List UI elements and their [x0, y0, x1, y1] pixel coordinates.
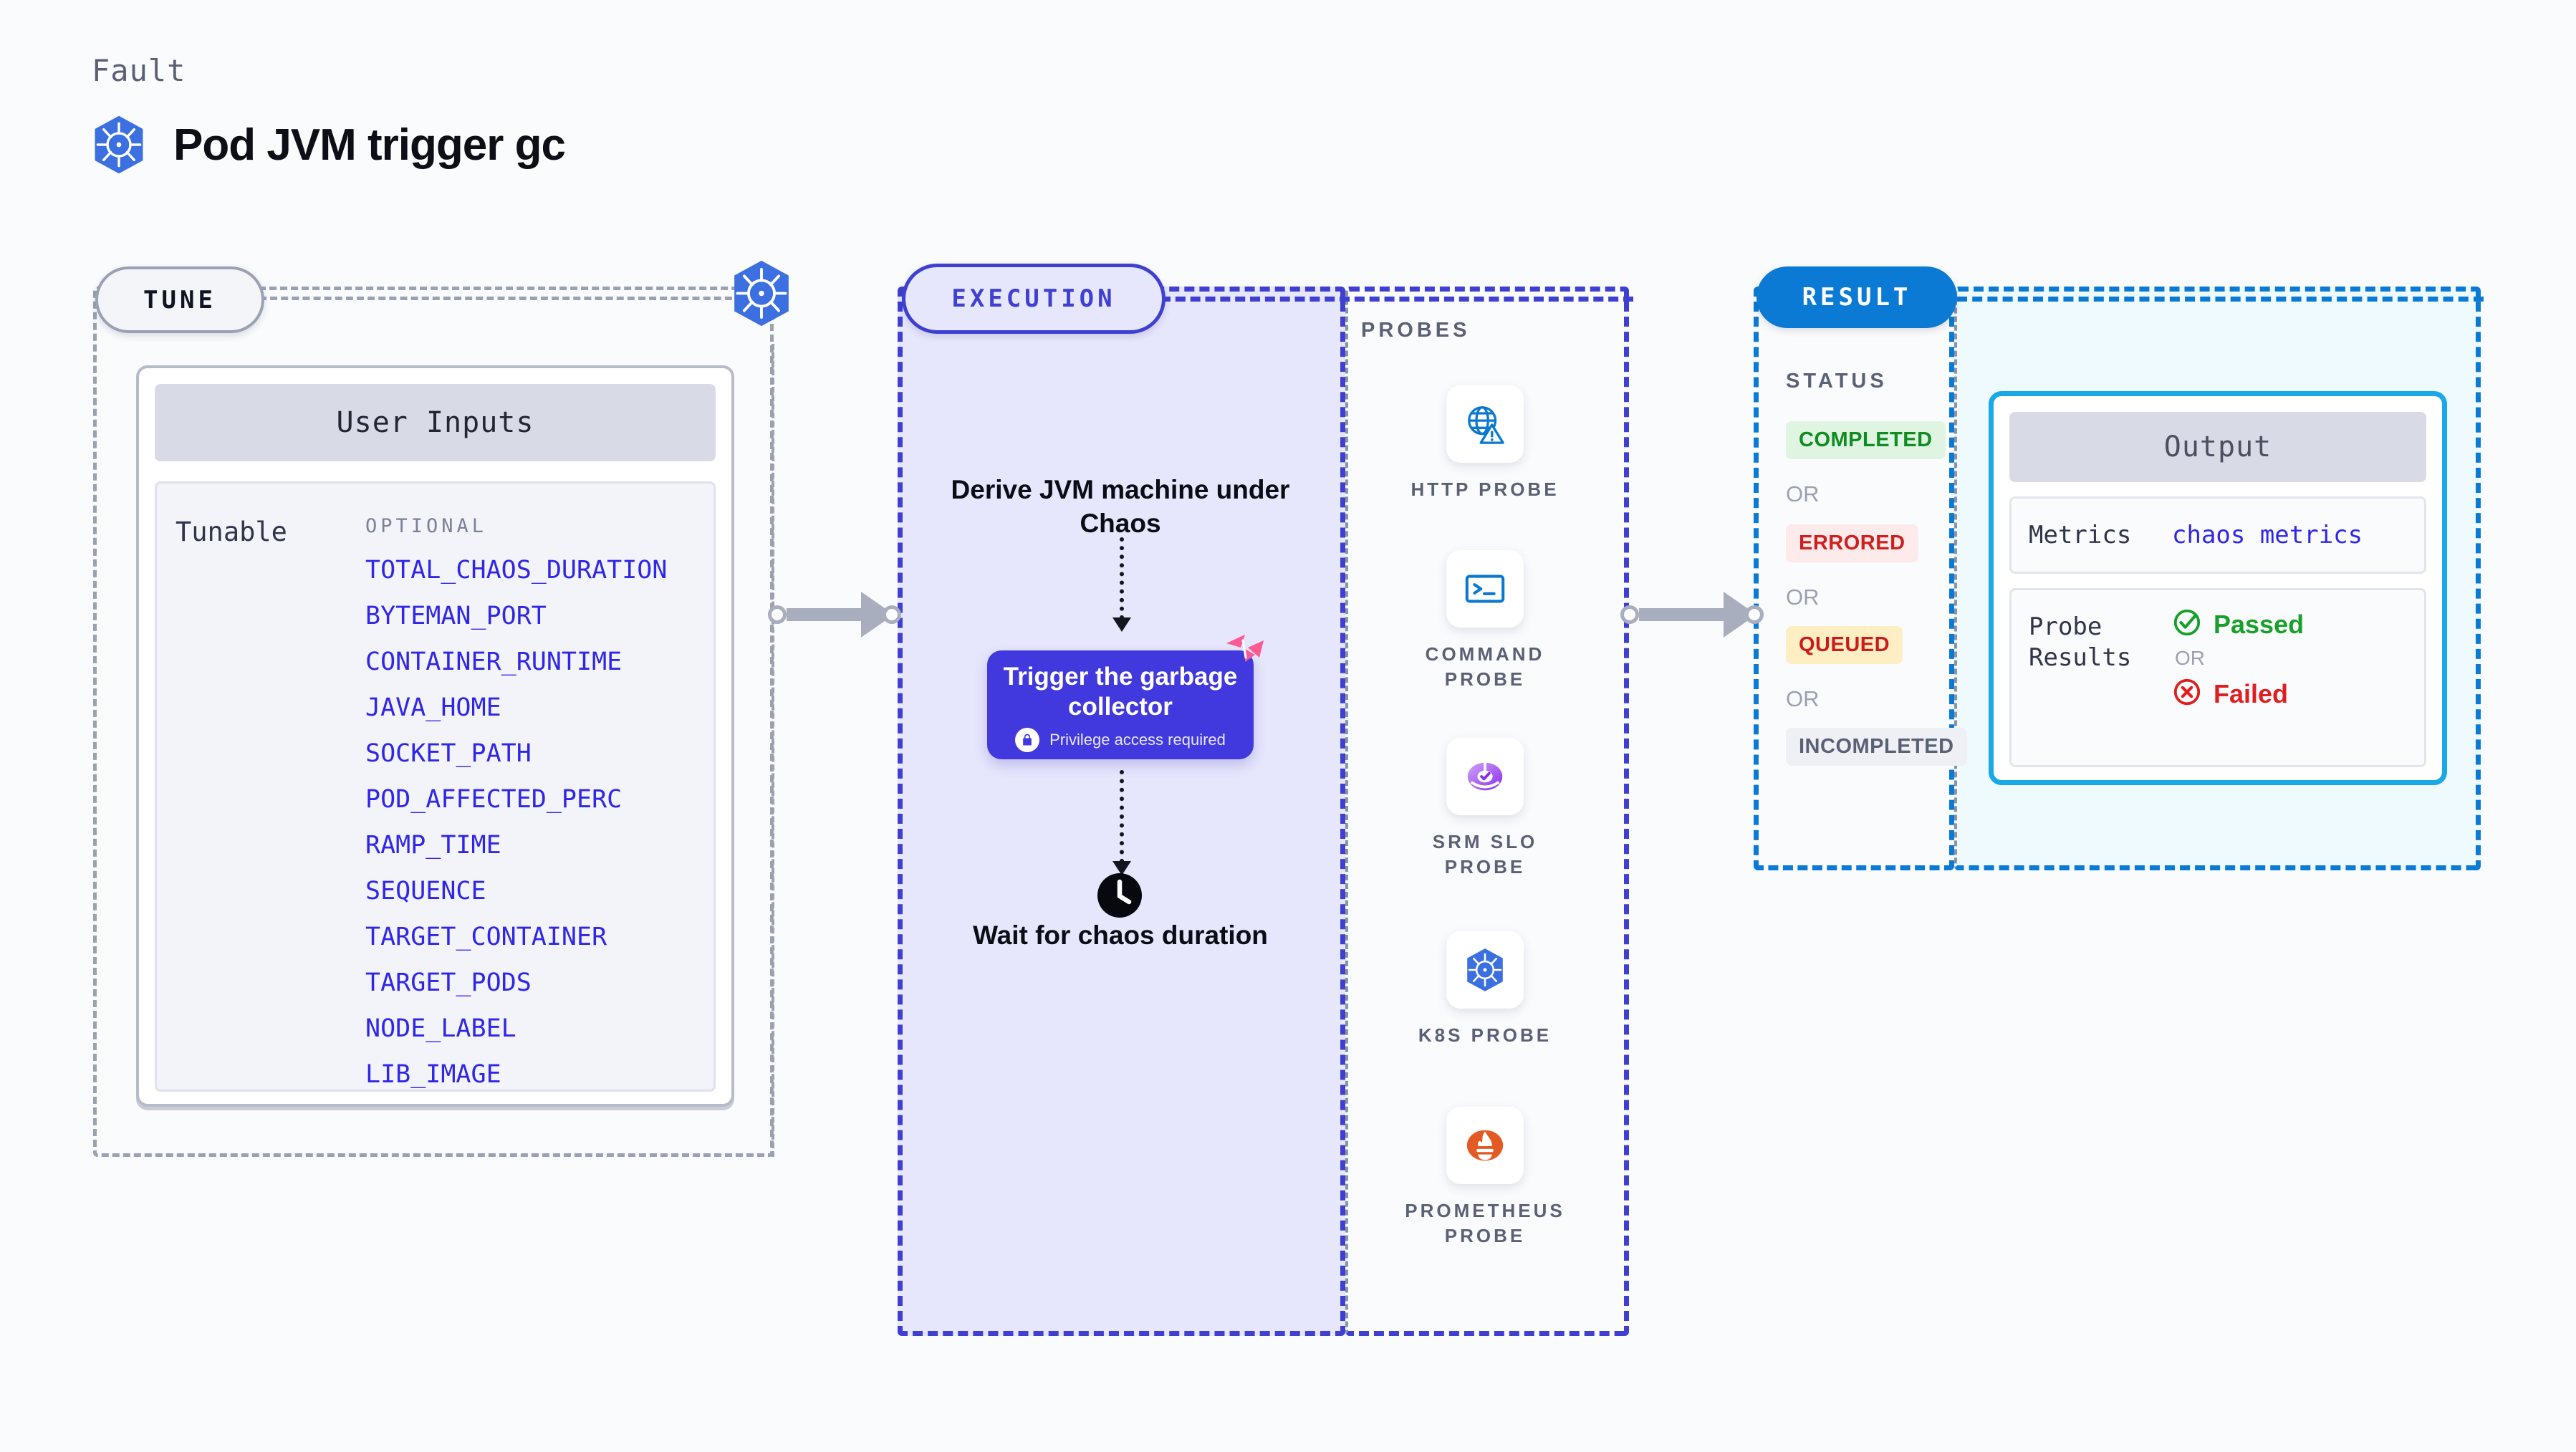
status-badge-incompleted: INCOMPLETED — [1786, 728, 1967, 766]
tunable-item[interactable]: LIB_IMAGE — [365, 1060, 501, 1089]
probe-label: HTTP PROBE — [1410, 479, 1559, 500]
status-title: STATUS — [1786, 370, 1888, 393]
terminal-icon — [1446, 550, 1524, 628]
execution-connector-1 — [1120, 537, 1124, 620]
execution-step-wait: Wait for chaos duration — [973, 920, 1268, 950]
arrow-start-dot — [768, 605, 787, 624]
probe-label: SRM SLO PROBE — [1432, 831, 1538, 878]
kubernetes-icon — [1446, 931, 1524, 1009]
status-badge-completed: COMPLETED — [1786, 421, 1946, 459]
stage-pill-tune-label: TUNE — [143, 285, 216, 314]
slo-gauge-icon — [1446, 738, 1524, 815]
user-inputs-card-header: User Inputs — [155, 384, 716, 461]
probe-item-srm-slo[interactable]: SRM SLO PROBE — [1395, 738, 1575, 880]
stage-pill-tune[interactable]: TUNE — [95, 266, 264, 333]
tunable-item[interactable]: NODE_LABEL — [365, 1014, 516, 1043]
tunable-list: OPTIONAL TOTAL_CHAOS_DURATION BYTEMAN_PO… — [365, 484, 667, 1090]
page-kicker: Fault — [92, 53, 186, 88]
output-probe-results-key: Probe Results — [2029, 612, 2132, 672]
tunable-row-label: Tunable — [176, 516, 287, 547]
arrow-start-dot — [1620, 605, 1639, 624]
probes-title: PROBES — [1361, 319, 1471, 342]
optional-group-label: OPTIONAL — [365, 515, 488, 537]
kubernetes-icon — [92, 115, 146, 175]
tunable-item[interactable]: TOTAL_CHAOS_DURATION — [365, 556, 668, 585]
stage-pill-execution[interactable]: EXECUTION — [902, 264, 1166, 334]
tunable-item[interactable]: SOCKET_PATH — [365, 739, 532, 768]
output-probe-passed: Passed — [2172, 607, 2304, 641]
tunable-item[interactable]: CONTAINER_RUNTIME — [365, 648, 623, 676]
output-card: Output Metrics chaos metrics Probe Resul… — [1989, 391, 2447, 785]
result-panel — [1754, 287, 1954, 870]
output-metrics-row: Metrics chaos metrics — [2009, 496, 2426, 574]
output-card-header: Output — [2009, 412, 2426, 482]
user-inputs-title: User Inputs — [336, 406, 534, 439]
lock-icon — [1015, 728, 1040, 752]
status-or-label: OR — [1786, 585, 1820, 610]
arrow-shaft — [1639, 608, 1724, 621]
litmus-chaos-icon — [1224, 633, 1267, 678]
execution-connector-1-arrowhead — [1112, 617, 1131, 632]
status-or-label: OR — [1786, 481, 1820, 506]
x-circle-icon — [2172, 677, 2202, 711]
probe-item-command[interactable]: COMMAND PROBE — [1395, 550, 1575, 692]
execution-connector-line — [1160, 297, 1633, 302]
output-probe-results-row: Probe Results Passed OR — [2009, 588, 2426, 767]
output-metrics-value[interactable]: chaos metrics — [2172, 521, 2363, 549]
output-probe-results-values: Passed OR Failed — [2172, 590, 2304, 765]
prometheus-icon — [1446, 1107, 1524, 1184]
probe-item-prometheus[interactable]: PROMETHEUS PROBE — [1395, 1107, 1575, 1249]
execution-connector-2 — [1120, 770, 1124, 863]
status-or-label: OR — [1786, 686, 1820, 711]
arrow-end-dot — [883, 605, 901, 624]
execution-action-title: Trigger the garbage collector — [1003, 663, 1238, 721]
output-metrics-key: Metrics — [2029, 520, 2132, 549]
stage-pill-execution-label: EXECUTION — [951, 284, 1116, 313]
status-badge-errored: ERRORED — [1786, 524, 1918, 562]
tunable-item[interactable]: JAVA_HOME — [365, 693, 501, 722]
output-probe-failed: Failed — [2172, 677, 2304, 711]
probe-item-k8s[interactable]: K8S PROBE — [1395, 931, 1575, 1048]
clock-icon — [1097, 872, 1143, 922]
check-circle-icon — [2172, 607, 2202, 641]
tunable-item[interactable]: RAMP_TIME — [365, 831, 501, 860]
page-title-row: Pod JVM trigger gc — [92, 115, 566, 175]
stage-pill-result[interactable]: RESULT — [1756, 266, 1957, 328]
tune-connector-line — [259, 297, 743, 300]
stage-pill-result-label: RESULT — [1802, 283, 1912, 312]
tunable-item[interactable]: TARGET_PODS — [365, 968, 532, 997]
result-connector-line — [1957, 297, 2484, 302]
arrow-shaft — [787, 608, 861, 621]
output-failed-label: Failed — [2214, 678, 2289, 708]
tunable-item[interactable]: TARGET_CONTAINER — [365, 923, 607, 951]
status-badge-queued: QUEUED — [1786, 626, 1903, 664]
execution-step-derive: Derive JVM machine under Chaos — [951, 475, 1290, 539]
probe-label: COMMAND PROBE — [1425, 643, 1545, 691]
user-inputs-card: User Inputs Tunable OPTIONAL TOTAL_CHAOS… — [136, 365, 734, 1107]
output-or-label: OR — [2175, 647, 2205, 669]
tune-panel-right-divider — [772, 344, 774, 1157]
tunable-item[interactable]: BYTEMAN_PORT — [365, 602, 547, 630]
flow-arrow-execution-to-result — [1620, 592, 1764, 638]
probe-label: PROMETHEUS PROBE — [1405, 1200, 1565, 1247]
user-inputs-card-body: Tunable OPTIONAL TOTAL_CHAOS_DURATION BY… — [155, 481, 716, 1092]
tunable-item[interactable]: POD_AFFECTED_PERC — [365, 785, 623, 814]
arrow-end-dot — [1745, 605, 1764, 624]
execution-action-note: Privilege access required — [987, 728, 1254, 752]
output-passed-label: Passed — [2214, 609, 2305, 639]
output-title: Output — [2163, 431, 2272, 463]
globe-warning-icon — [1446, 385, 1524, 463]
flow-arrow-tune-to-execution — [768, 592, 901, 638]
execution-action-note-text: Privilege access required — [1049, 731, 1226, 749]
probe-label: K8S PROBE — [1418, 1024, 1552, 1046]
execution-action-card[interactable]: Trigger the garbage collector Privilege … — [987, 635, 1264, 759]
kubernetes-icon — [731, 259, 792, 331]
probe-item-http[interactable]: HTTP PROBE — [1395, 385, 1575, 502]
page-title: Pod JVM trigger gc — [173, 120, 566, 170]
execution-connector-2-arrowhead — [1112, 861, 1131, 875]
tunable-item[interactable]: SEQUENCE — [365, 877, 486, 905]
